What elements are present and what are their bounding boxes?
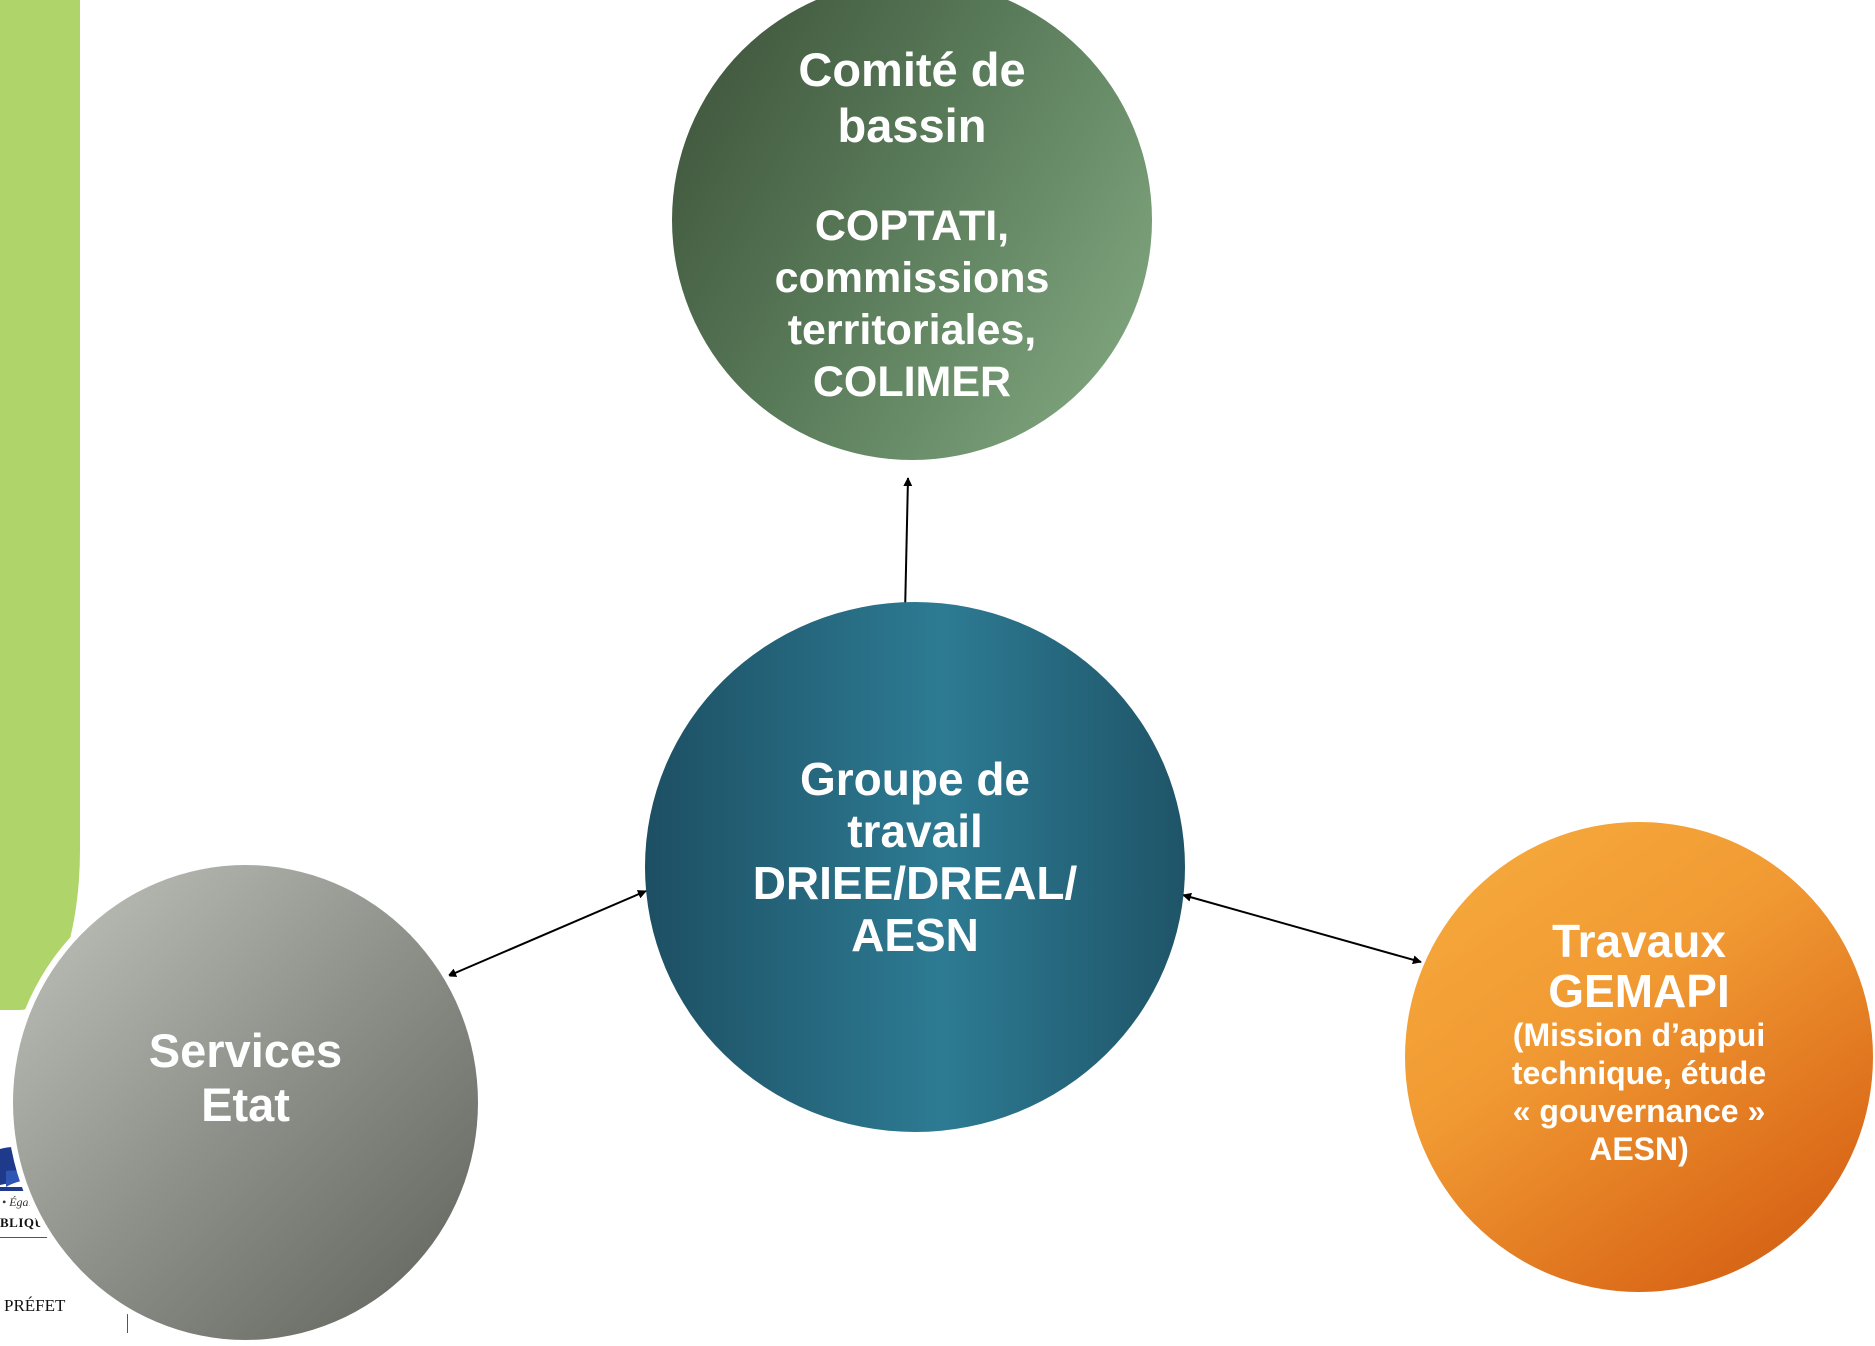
comite-body-line4: COLIMER: [812, 358, 1012, 406]
arrow-services-groupe: [447, 890, 647, 977]
comite-title-line2: bassin: [837, 99, 987, 152]
groupe-line2: travail: [847, 805, 983, 857]
travaux-sub-line1: (Mission d’appui: [1512, 1017, 1766, 1053]
node-comite-de-bassin: Comité de bassin COPTATI, commissions te…: [672, 0, 1152, 460]
comite-body-line1: COPTATI,: [814, 202, 1010, 250]
travaux-title-line2: GEMAPI: [1548, 965, 1730, 1017]
services-line2: Etat: [201, 1077, 290, 1131]
node-services-etat: Services Etat: [13, 865, 478, 1340]
comite-body-line2: commissions: [774, 254, 1050, 302]
comite-spacer: [775, 154, 1050, 200]
logo-prefet-text: PRÉFET: [4, 1296, 66, 1315]
travaux-sub-line4: AESN): [1589, 1131, 1689, 1167]
node-groupe-de-travail: Groupe de travail DRIEE/DREAL/ AESN: [645, 602, 1185, 1132]
comite-body-line3: territoriales,: [787, 306, 1037, 354]
comite-text: Comité de bassin COPTATI, commissions te…: [775, 42, 1050, 408]
groupe-text: Groupe de travail DRIEE/DREAL/ AESN: [753, 753, 1078, 961]
node-travaux-gemapi: Travaux GEMAPI (Mission d’appui techniqu…: [1405, 822, 1873, 1292]
groupe-line4: AESN: [851, 909, 979, 961]
travaux-sub-line3: « gouvernance »: [1512, 1093, 1766, 1129]
groupe-line1: Groupe de: [799, 753, 1031, 805]
comite-title-line1: Comité de: [798, 43, 1026, 96]
services-line1: Services: [148, 1023, 343, 1077]
services-text: Services Etat: [149, 1024, 342, 1132]
arrow-groupe-travaux: [1182, 892, 1422, 965]
green-side-banner: [0, 0, 80, 1010]
groupe-line3: DRIEE/DREAL/: [752, 857, 1078, 909]
travaux-title-line1: Travaux: [1552, 915, 1726, 967]
travaux-sub-line2: technique, étude: [1511, 1055, 1767, 1091]
travaux-text: Travaux GEMAPI (Mission d’appui techniqu…: [1512, 916, 1766, 1168]
arrow-comite-groupe: [900, 477, 913, 615]
